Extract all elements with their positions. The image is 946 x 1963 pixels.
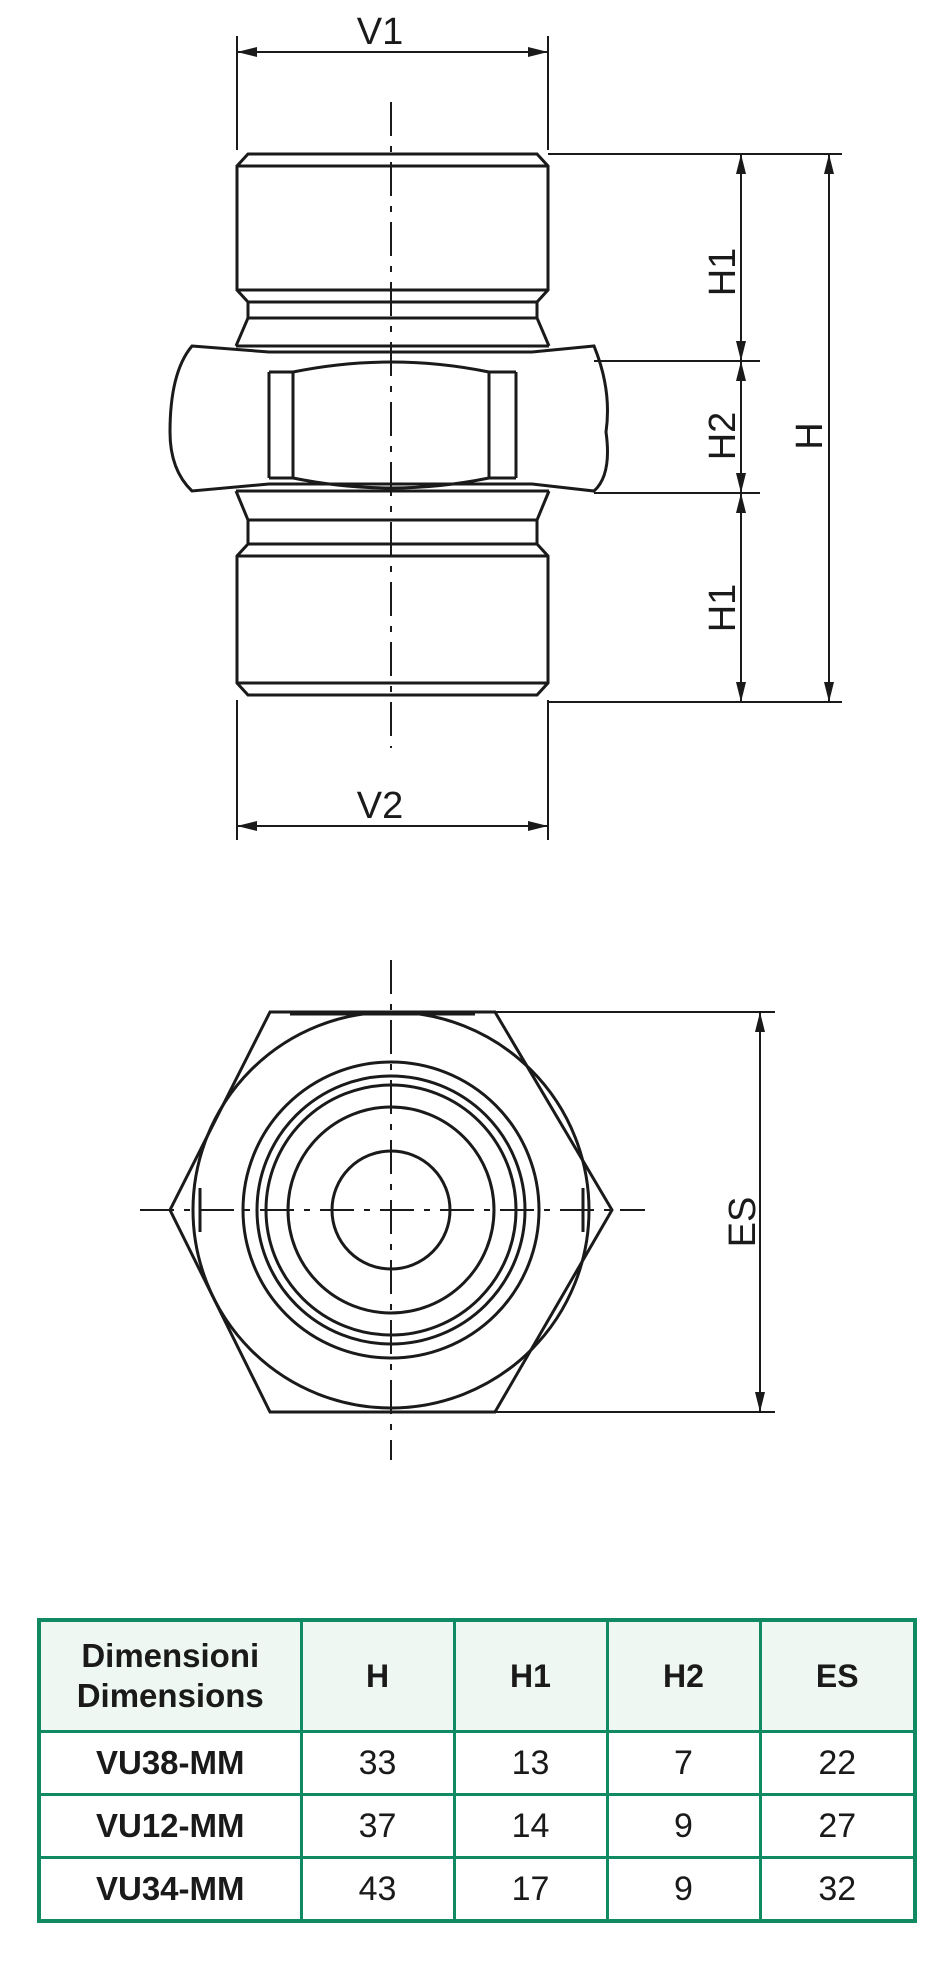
row-model: VU12-MM <box>37 1793 303 1859</box>
header-es: ES <box>758 1618 917 1733</box>
lower-thread-outline <box>235 542 550 697</box>
cell-h1: 13 <box>452 1730 609 1796</box>
label-v2: V2 <box>357 785 403 827</box>
header-h2: H2 <box>605 1618 762 1733</box>
thread-circle-outer <box>241 1060 541 1360</box>
cell-h: 43 <box>299 1856 456 1923</box>
cell-h1: 14 <box>452 1793 609 1859</box>
lower-neck <box>234 490 551 544</box>
es-dimension <box>495 1011 775 1413</box>
table-header-row: Dimensioni Dimensions H H1 H2 ES <box>37 1618 917 1733</box>
row-model: VU34-MM <box>37 1856 303 1923</box>
cell-h2: 9 <box>605 1793 762 1859</box>
cell-h2: 7 <box>605 1730 762 1796</box>
cell-es: 27 <box>758 1793 917 1859</box>
side-view <box>168 152 609 697</box>
table-row: VU12-MM 37 14 9 27 <box>37 1793 917 1859</box>
header-h1: H1 <box>452 1618 609 1733</box>
label-h1-top: H1 <box>702 248 744 297</box>
header-corner: Dimensioni Dimensions <box>37 1618 303 1733</box>
cell-h1: 17 <box>452 1856 609 1923</box>
dimensions-table: Dimensioni Dimensions H H1 H2 ES VU38-MM… <box>37 1618 917 1923</box>
header-corner-line1: Dimensioni <box>81 1637 260 1674</box>
row-model: VU38-MM <box>37 1730 303 1796</box>
label-h2: H2 <box>702 412 744 461</box>
table-row: VU38-MM 33 13 7 22 <box>37 1730 917 1796</box>
label-es: ES <box>722 1197 764 1248</box>
header-corner-line2: Dimensions <box>76 1677 264 1714</box>
cell-es: 32 <box>758 1856 917 1923</box>
cell-h: 37 <box>299 1793 456 1859</box>
cell-h2: 9 <box>605 1856 762 1923</box>
label-v1: V1 <box>357 11 403 53</box>
cell-h: 33 <box>299 1730 456 1796</box>
hex-nut-outline <box>168 344 609 493</box>
label-h: H <box>789 422 831 449</box>
side-view-dimensions <box>236 36 842 840</box>
upper-neck <box>234 302 551 347</box>
upper-thread-outline <box>235 152 550 304</box>
header-h: H <box>299 1618 456 1733</box>
label-h1-bottom: H1 <box>702 584 744 633</box>
cell-es: 22 <box>758 1730 917 1796</box>
table-row: VU34-MM 43 17 9 32 <box>37 1856 917 1923</box>
top-view-centerlines <box>140 960 645 1460</box>
